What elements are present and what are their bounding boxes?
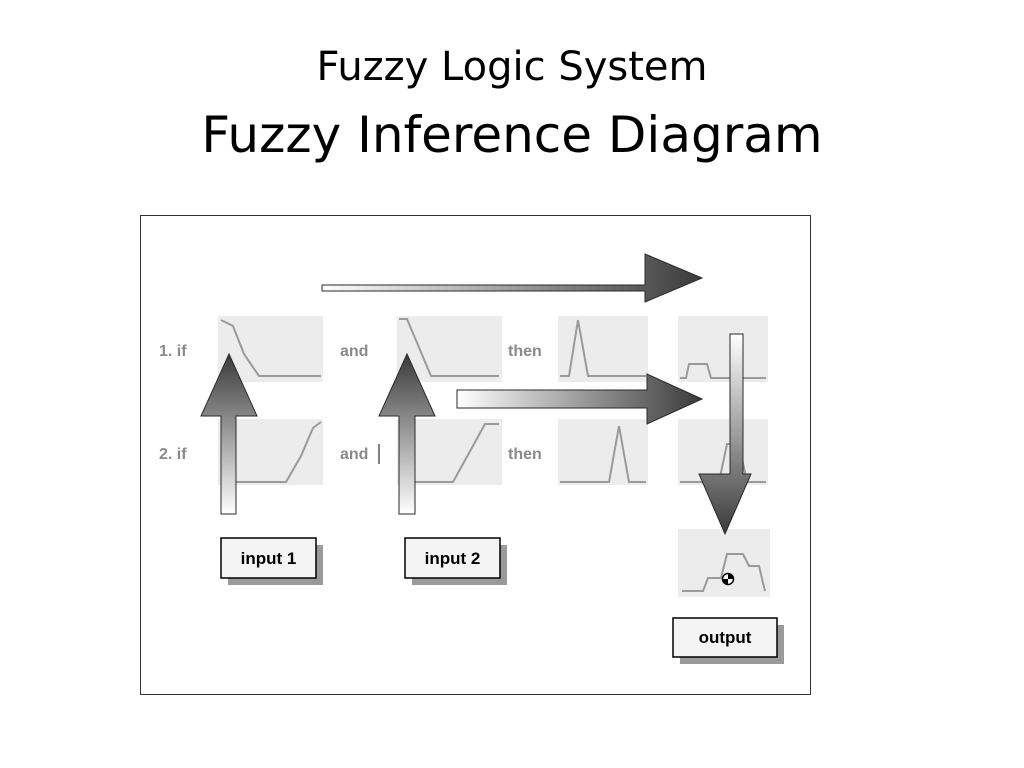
middle-flow-arrow: [456, 373, 704, 425]
output-box: output: [672, 617, 784, 664]
fuzzy-inference-figure: 1. if and then 2. if and then input 1 in…: [140, 215, 811, 695]
rule2-input2-curve: [399, 423, 499, 483]
rule2-then-label: then: [508, 446, 542, 463]
input1-box: input 1: [220, 537, 323, 585]
aggregate-curve: [682, 553, 766, 592]
input2-box: input 2: [404, 537, 507, 585]
fuzzy-inference-diagram: 1. if and then 2. if and then input 1 in…: [159, 253, 784, 664]
rule1-if-label: 1. if: [159, 343, 187, 360]
rule1-and-label: and: [340, 343, 368, 360]
rule2-output-curve: [560, 425, 646, 483]
rule1-implication-curve: [680, 363, 766, 379]
rule1-input1-curve: [220, 319, 321, 377]
output-down-arrow: [698, 333, 752, 536]
rule1-output-panel: [558, 316, 648, 382]
rule1-then-label: then: [508, 343, 542, 360]
rule1-output-curve: [560, 319, 646, 377]
input1-label: input 1: [241, 549, 297, 568]
rule2-output-panel: [558, 419, 648, 485]
input1-up-arrow: [200, 352, 258, 515]
input2-label: input 2: [425, 549, 481, 568]
centroid-icon: [721, 572, 735, 586]
input2-up-arrow: [378, 352, 436, 515]
rule2-input1-curve: [221, 421, 322, 483]
top-flow-arrow: [321, 253, 704, 303]
output-label: output: [699, 628, 752, 647]
slide-title: Fuzzy Inference Diagram: [201, 106, 823, 164]
rule1-input2-curve: [399, 318, 499, 377]
rule2-and-label: and: [340, 446, 368, 463]
slide-subtitle: Fuzzy Logic System: [316, 44, 708, 90]
rule2-if-label: 2. if: [159, 446, 187, 463]
rule1-implication-panel: [678, 316, 768, 382]
